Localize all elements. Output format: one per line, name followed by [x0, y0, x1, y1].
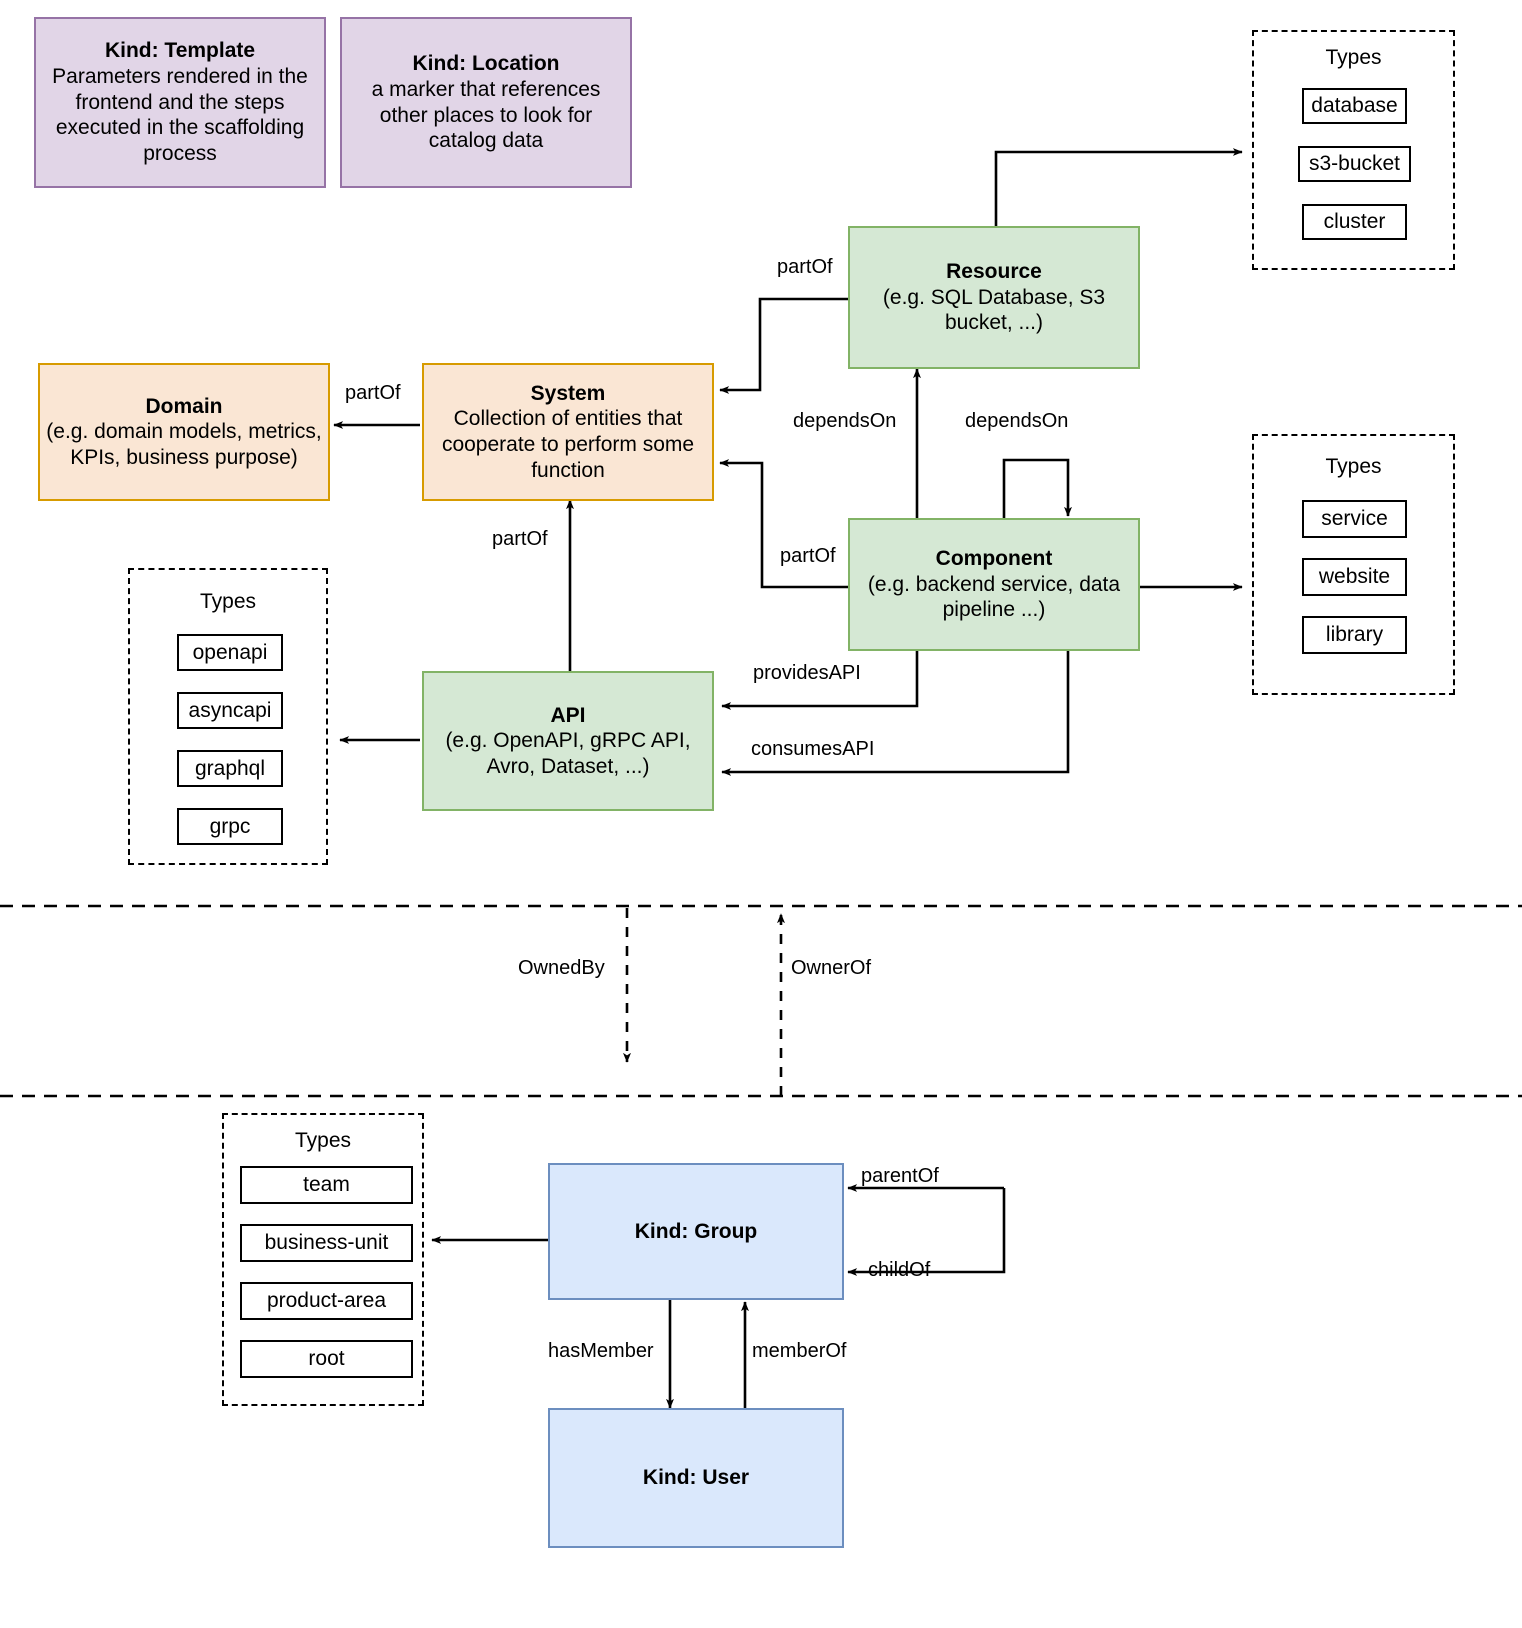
node-title: API	[550, 703, 586, 727]
node-api[interactable]: API (e.g. OpenAPI, gRPC API, Avro, Datas…	[422, 671, 714, 811]
edge-label-childof: childOf	[868, 1259, 931, 1281]
type-chip-service[interactable]: service	[1302, 500, 1407, 538]
edge-label-hasmember: hasMember	[548, 1340, 654, 1362]
edge-resource-types	[994, 148, 1243, 226]
node-kind-template[interactable]: Kind: Template Parameters rendered in th…	[34, 17, 326, 188]
type-chip-asyncapi[interactable]: asyncapi	[177, 692, 283, 729]
node-resource[interactable]: Resource (e.g. SQL Database, S3 bucket, …	[848, 226, 1140, 369]
edge-label-consumesapi: consumesAPI	[751, 738, 875, 760]
node-component[interactable]: Component (e.g. backend service, data pi…	[848, 518, 1140, 651]
node-title: Domain	[145, 394, 223, 418]
node-system[interactable]: System Collection of entities that coope…	[422, 363, 714, 501]
types-group-group: Types team business-unit product-area ro…	[222, 1113, 424, 1406]
node-title: Kind: Location	[412, 52, 560, 76]
node-title: Kind: Template	[104, 39, 256, 63]
type-chip-library[interactable]: library	[1302, 616, 1407, 654]
node-title: System	[530, 381, 606, 405]
type-chip-root[interactable]: root	[240, 1340, 413, 1378]
types-title: Types	[1325, 455, 1382, 478]
types-group-api: Types openapi asyncapi graphql grpc	[128, 568, 328, 865]
node-kind-user[interactable]: Kind: User	[548, 1408, 844, 1548]
type-chip-business-unit[interactable]: business-unit	[240, 1224, 413, 1262]
node-desc: (e.g. SQL Database, S3 bucket, ...)	[882, 285, 1106, 335]
type-chip-graphql[interactable]: graphql	[177, 750, 283, 787]
node-title: Resource	[946, 260, 1042, 284]
node-kind-group[interactable]: Kind: Group	[548, 1163, 844, 1300]
type-chip-database[interactable]: database	[1302, 88, 1407, 124]
node-title: Component	[935, 547, 1053, 571]
type-chip-team[interactable]: team	[240, 1166, 413, 1204]
type-chip-website[interactable]: website	[1302, 558, 1407, 596]
node-title: Kind: User	[642, 1466, 750, 1490]
type-chip-cluster[interactable]: cluster	[1302, 204, 1407, 240]
edge-label-component-dependson-resource: dependsOn	[793, 410, 897, 432]
edge-label-resource-partof: partOf	[777, 256, 833, 278]
node-domain[interactable]: Domain (e.g. domain models, metrics, KPI…	[38, 363, 330, 501]
edge-label-parentof: parentOf	[861, 1165, 939, 1187]
edge-label-ownerof: OwnerOf	[791, 957, 872, 979]
type-chip-s3-bucket[interactable]: s3-bucket	[1298, 146, 1411, 182]
edge-label-component-partof: partOf	[780, 545, 836, 567]
node-desc: (e.g. OpenAPI, gRPC API, Avro, Dataset, …	[445, 729, 691, 778]
edge-label-ownedby: OwnedBy	[518, 957, 605, 979]
types-group-resource: Types database s3-bucket cluster	[1252, 30, 1455, 270]
edge-component-partof-system	[719, 459, 848, 589]
edge-label-api-partof: partOf	[492, 528, 548, 550]
node-desc: (e.g. backend service, data pipeline ...…	[867, 572, 1121, 622]
edge-label-system-partof: partOf	[345, 382, 401, 404]
type-chip-product-area[interactable]: product-area	[240, 1282, 413, 1320]
edge-resource-partof-system	[719, 297, 848, 394]
types-group-component: Types service website library	[1252, 434, 1455, 695]
node-title: Kind: Group	[634, 1219, 758, 1243]
types-title: Types	[199, 590, 257, 613]
node-desc: Parameters rendered in the frontend and …	[52, 65, 308, 165]
node-desc: a marker that references other places to…	[371, 77, 601, 153]
node-kind-location[interactable]: Kind: Location a marker that references …	[340, 17, 632, 188]
node-desc: Collection of entities that cooperate to…	[441, 407, 695, 482]
types-title: Types	[294, 1129, 352, 1152]
types-title: Types	[1325, 46, 1382, 69]
edge-label-providesapi: providesAPI	[753, 662, 861, 684]
edge-component-dependson-self	[1002, 458, 1072, 518]
node-desc: (e.g. domain models, metrics, KPIs, busi…	[46, 420, 322, 469]
type-chip-grpc[interactable]: grpc	[177, 808, 283, 845]
type-chip-openapi[interactable]: openapi	[177, 634, 283, 671]
edge-label-memberof: memberOf	[752, 1340, 847, 1362]
edge-label-component-dependson-self: dependsOn	[965, 410, 1069, 432]
